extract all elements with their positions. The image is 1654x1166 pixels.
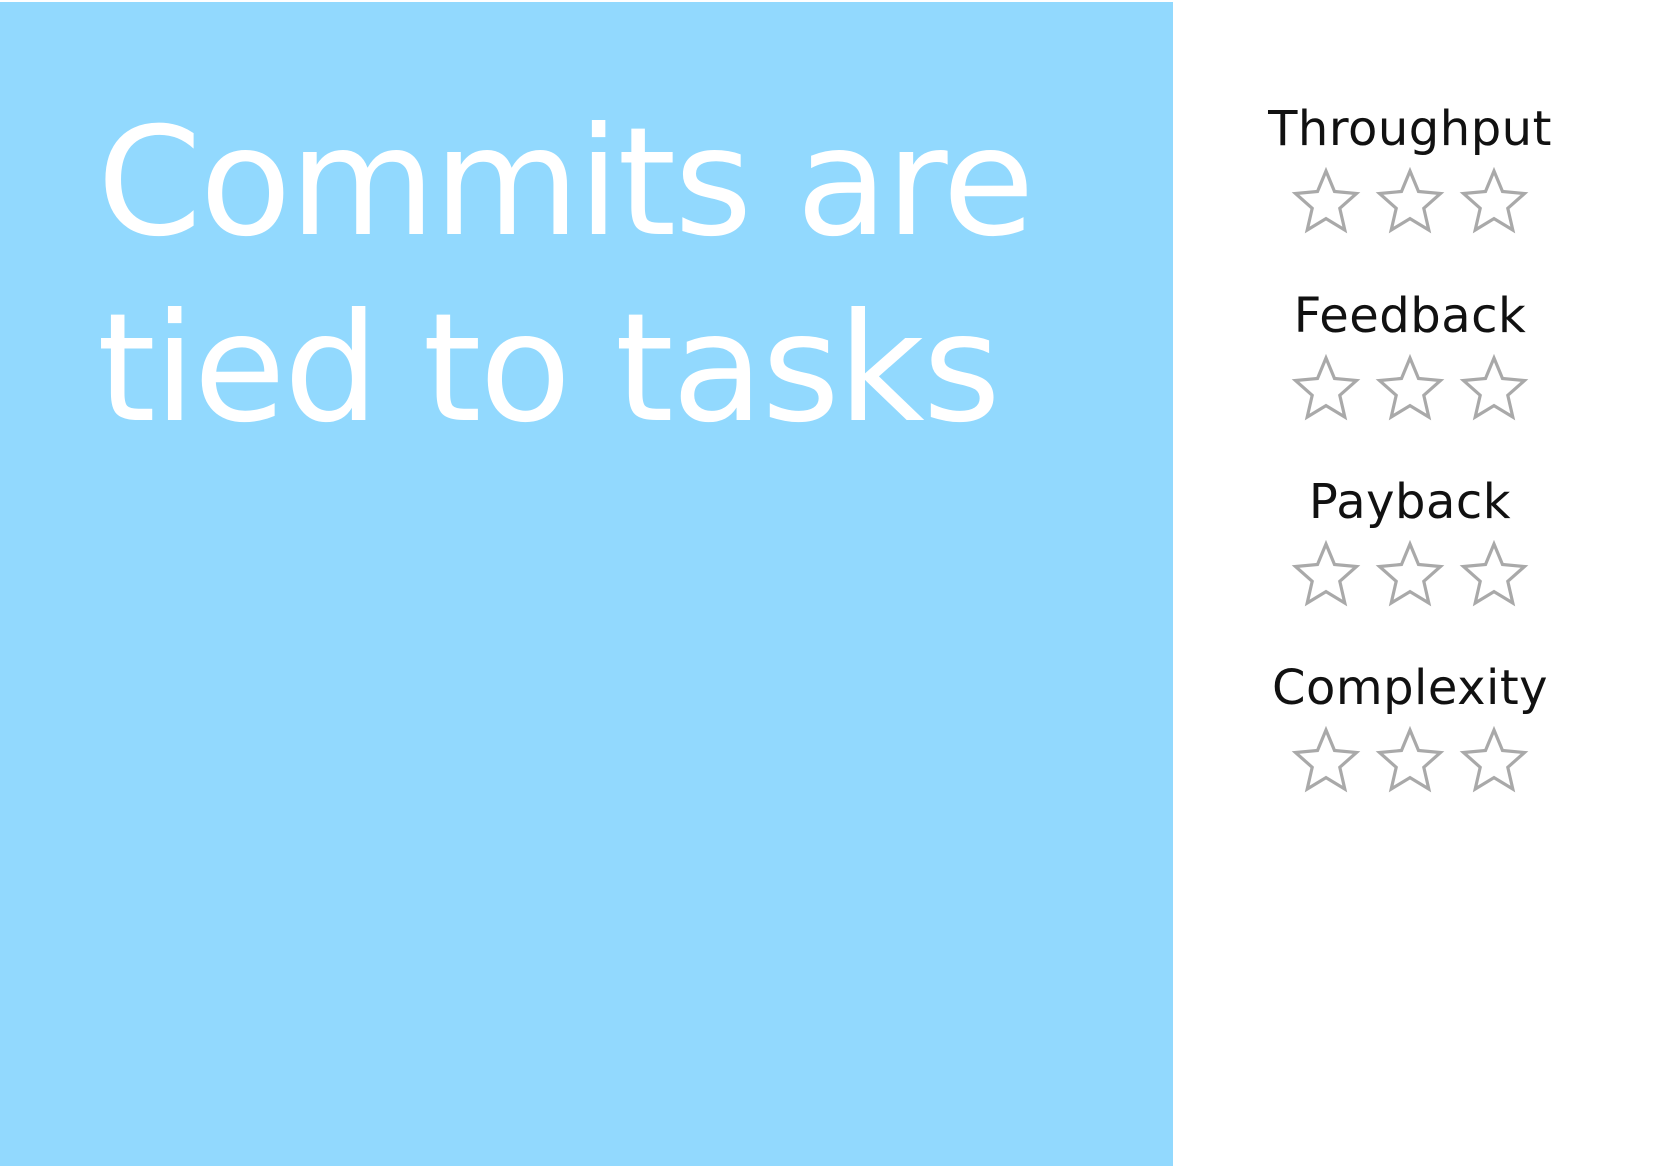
star-rating (1230, 354, 1590, 424)
star-icon[interactable] (1459, 540, 1529, 610)
rating-label: Throughput (1268, 101, 1552, 157)
rating-complexity: Complexity (1230, 654, 1590, 834)
rating-label: Payback (1308, 474, 1512, 530)
star-icon[interactable] (1291, 167, 1361, 237)
rating-label: Complexity (1271, 660, 1549, 716)
card-title: Commits are tied to tasks (97, 96, 1035, 456)
star-icon[interactable] (1291, 726, 1361, 796)
star-icon[interactable] (1459, 167, 1529, 237)
star-icon[interactable] (1459, 354, 1529, 424)
star-icon[interactable] (1459, 726, 1529, 796)
star-rating (1230, 167, 1590, 237)
rating-feedback: Feedback (1230, 282, 1590, 462)
star-icon[interactable] (1291, 540, 1361, 610)
star-icon[interactable] (1375, 726, 1445, 796)
star-icon[interactable] (1375, 354, 1445, 424)
practice-card: Commits are tied to tasks (0, 2, 1173, 1166)
star-icon[interactable] (1291, 354, 1361, 424)
rating-label: Feedback (1293, 288, 1527, 344)
rating-payback: Payback (1230, 468, 1590, 648)
star-rating (1230, 726, 1590, 796)
star-icon[interactable] (1375, 540, 1445, 610)
star-icon[interactable] (1375, 167, 1445, 237)
rating-throughput: Throughput (1230, 95, 1590, 275)
star-rating (1230, 540, 1590, 610)
